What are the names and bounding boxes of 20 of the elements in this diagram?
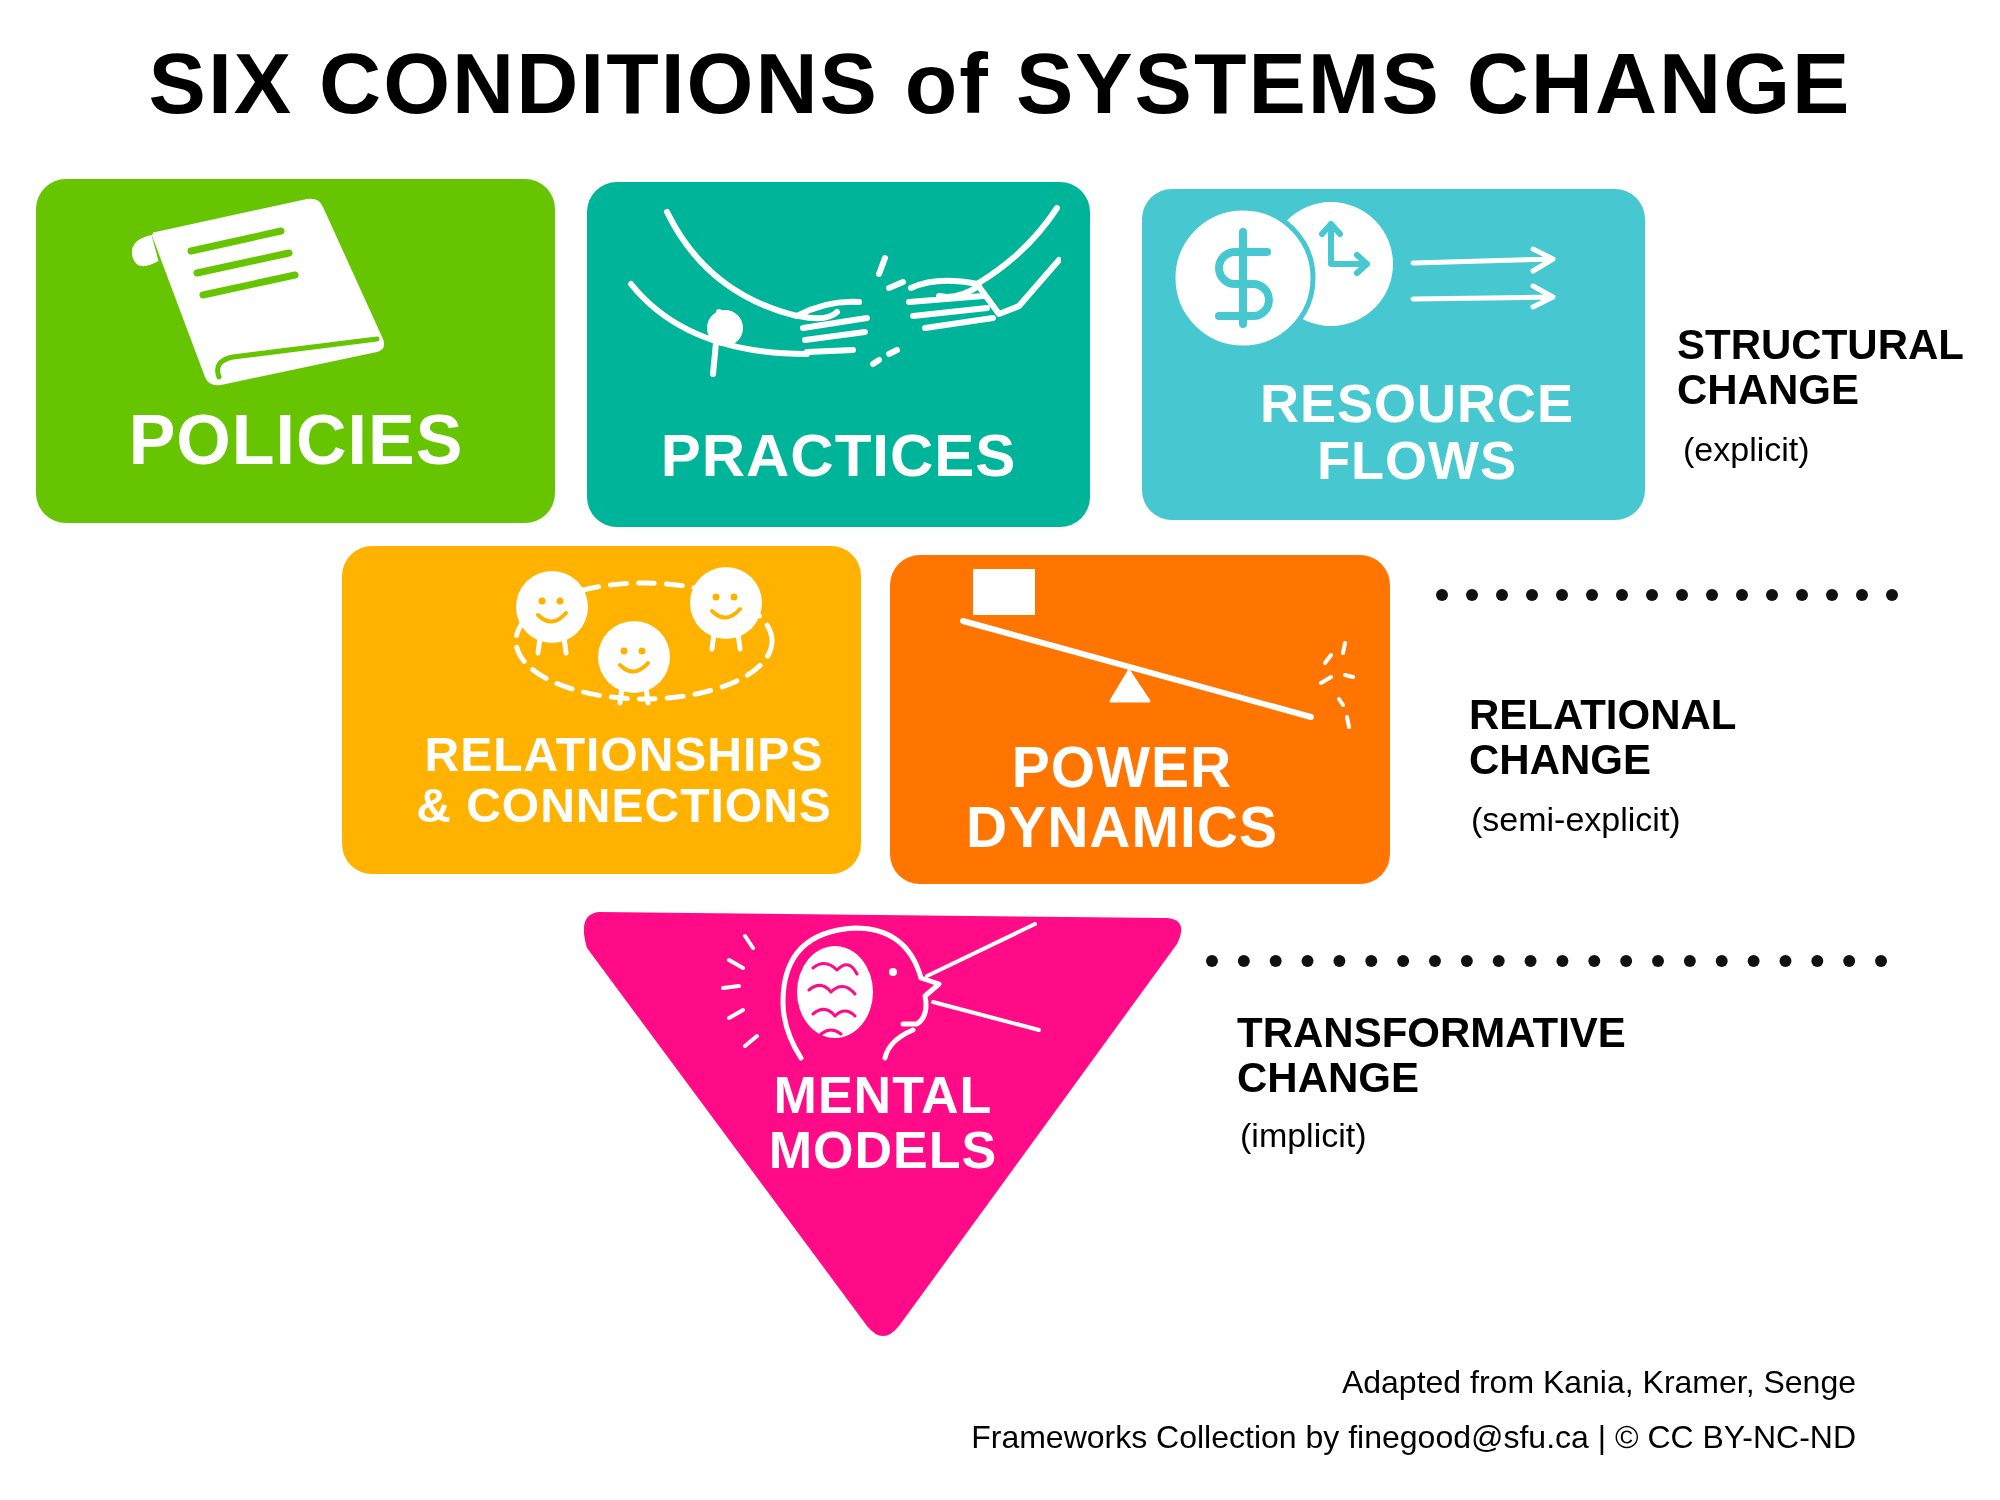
condition-card [342, 546, 861, 874]
level-heading: TRANSFORMATIVE CHANGE [1237, 1010, 1626, 1101]
condition-label: POWER DYNAMICS [966, 737, 1278, 858]
level-note: (semi-explicit) [1471, 802, 1681, 836]
level-heading: STRUCTURAL CHANGE [1677, 322, 1964, 413]
condition-label: RESOURCE FLOWS [1259, 375, 1574, 490]
diagram-title: SIX CONDITIONS of SYSTEMS CHANGE [148, 40, 1852, 126]
condition-label: MENTAL MODELS [768, 1068, 998, 1179]
level-note: (implicit) [1240, 1118, 1367, 1152]
condition-label: PRACTICES [660, 424, 1017, 488]
condition-label: POLICIES [128, 403, 464, 478]
level-note: (explicit) [1683, 432, 1810, 466]
condition-card [890, 555, 1390, 884]
condition-card [36, 179, 555, 523]
footer-credit: Frameworks Collection by finegood@sfu.ca | © CC BY-NC-ND [971, 1421, 1856, 1453]
condition-label: RELATIONSHIPS & CONNECTIONS [415, 730, 833, 832]
level-heading: RELATIONAL CHANGE [1469, 692, 1736, 783]
source-credit: Adapted from Kania, Kramer, Senge [1341, 1366, 1856, 1398]
condition-card [1142, 189, 1645, 520]
condition-card [587, 182, 1090, 527]
